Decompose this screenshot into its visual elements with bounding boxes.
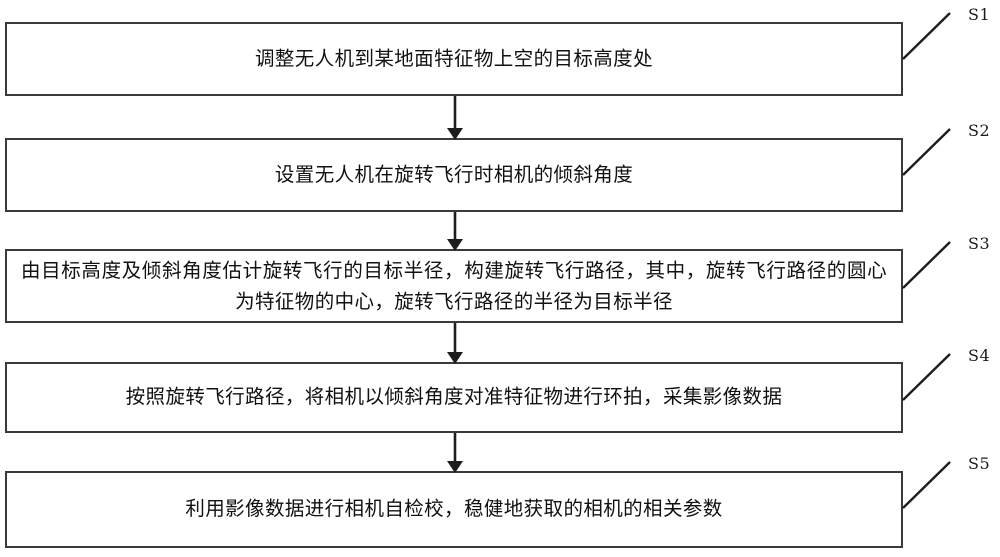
process-box-s1-text: 调整无人机到某地面特征物上空的目标高度处: [254, 46, 653, 70]
process-box-s5-text: 利用影像数据进行相机自检校，稳健地获取的相机的相关参数: [185, 497, 723, 521]
process-box-s4: 按照旋转飞行路径，将相机以倾斜角度对准特征物进行环拍，采集影像数据: [5, 362, 903, 433]
process-box-s3: 由目标高度及倾斜角度估计旋转飞行的目标半径，构建旋转飞行路径，其中，旋转飞行路径…: [5, 249, 903, 323]
step-label-s2: S2: [968, 121, 991, 140]
connector-s4-s5: [447, 433, 463, 473]
process-box-s3-text: 由目标高度及倾斜角度估计旋转飞行的目标半径，构建旋转飞行路径，其中，旋转飞行路径…: [21, 258, 887, 313]
process-box-s1: 调整无人机到某地面特征物上空的目标高度处: [5, 22, 903, 96]
step-label-s3: S3: [968, 234, 991, 253]
leader-line-s1: [902, 12, 951, 60]
connector-s1-s2: [447, 96, 463, 140]
process-box-s2-text: 设置无人机在旋转飞行时相机的倾斜角度: [274, 162, 634, 186]
step-label-s5: S5: [968, 454, 991, 473]
connector-s2-s3: [447, 212, 463, 251]
leader-line-s3: [902, 241, 951, 289]
leader-line-s2: [902, 128, 951, 176]
process-box-s2: 设置无人机在旋转飞行时相机的倾斜角度: [5, 138, 903, 212]
process-box-s4-text: 按照旋转飞行路径，将相机以倾斜角度对准特征物进行环拍，采集影像数据: [125, 385, 783, 409]
connector-s3-s4: [447, 323, 463, 364]
leader-line-s5: [902, 461, 951, 509]
process-box-s5: 利用影像数据进行相机自检校，稳健地获取的相机的相关参数: [5, 471, 903, 548]
step-label-s4: S4: [968, 346, 991, 365]
step-label-s1: S1: [968, 5, 991, 24]
leader-line-s4: [902, 353, 951, 401]
